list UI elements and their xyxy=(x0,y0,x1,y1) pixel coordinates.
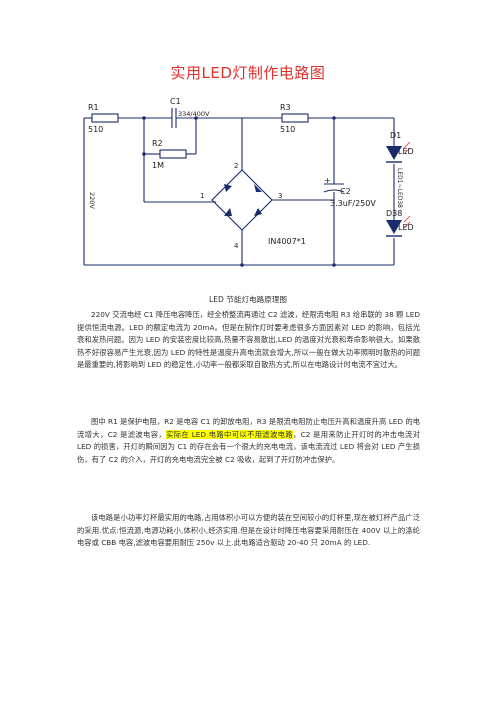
led-chain-label: LED1~LED38 xyxy=(396,168,403,208)
circuit-schematic: R1 510 C1 334/400V R2 1M R3 510 220V C2 … xyxy=(83,97,414,267)
paragraph-1: 220V 交流电经 C1 降压电容降压，经全桥整流再通过 C2 滤波，经限流电阻… xyxy=(77,310,420,370)
r1-value: 510 xyxy=(88,125,103,134)
c2-label: C2 xyxy=(340,187,351,196)
bridge-diode-1 xyxy=(224,184,232,192)
r3-label: R3 xyxy=(280,103,291,112)
bridge-diode-3 xyxy=(224,208,232,216)
d38-led xyxy=(386,220,402,234)
c2-value: 3.3uF/250V xyxy=(330,199,376,208)
node-3: 3 xyxy=(278,192,282,200)
r2-label: R2 xyxy=(152,139,163,148)
highlighted-text: 实际在 LED 电路中可以不用滤波电路 xyxy=(166,429,294,439)
r1-label: R1 xyxy=(88,103,99,112)
bridge-note: IN4007*1 xyxy=(268,237,306,246)
d1-led xyxy=(386,146,402,160)
c2-plus: + xyxy=(324,176,331,185)
paragraph-3: 该电路是小功率灯杯最实用的电路,占用体积小可以方便的装在空间较小的灯杯里,现在被… xyxy=(77,513,420,548)
r3-resistor xyxy=(281,113,309,123)
r1-resistor xyxy=(91,113,119,123)
d1-value: LED xyxy=(398,147,414,156)
input-voltage-label: 220V xyxy=(88,192,96,209)
c1-label: C1 xyxy=(170,97,181,106)
c1-value: 334/400V xyxy=(178,110,210,118)
paragraph-2-text-b: ，C2 是用来防止开灯时的冲击电流对 LED 的损害，开灯的瞬间因为 C1 的存… xyxy=(77,429,421,464)
bridge-rectifier xyxy=(211,169,273,231)
d38-label: D38 xyxy=(386,209,402,218)
node-1: 1 xyxy=(200,192,204,200)
bridge-diode-2 xyxy=(254,184,262,192)
node-4: 4 xyxy=(234,242,239,250)
r2-resistor xyxy=(159,149,187,159)
paragraph-2: 图中 R1 是保护电阻，R2 是电容 C1 的卸放电阻，R3 是限流电阻防止电压… xyxy=(77,416,420,466)
d38-value: LED xyxy=(398,223,414,232)
r2-value: 1M xyxy=(152,161,164,170)
figure-caption: LED 节能灯电路原理图 xyxy=(208,295,288,304)
node-2: 2 xyxy=(234,162,238,170)
bridge-diode-4 xyxy=(254,208,262,216)
d1-label: D1 xyxy=(390,131,401,140)
page-title: 实用LED灯制作电路图 xyxy=(170,64,326,82)
r3-value: 510 xyxy=(280,125,295,134)
paragraph-2-text-a: 图中 R1 是保护电阻，R2 是电容 C1 的卸放电阻，R3 是限流电阻防止电压… xyxy=(77,417,420,439)
